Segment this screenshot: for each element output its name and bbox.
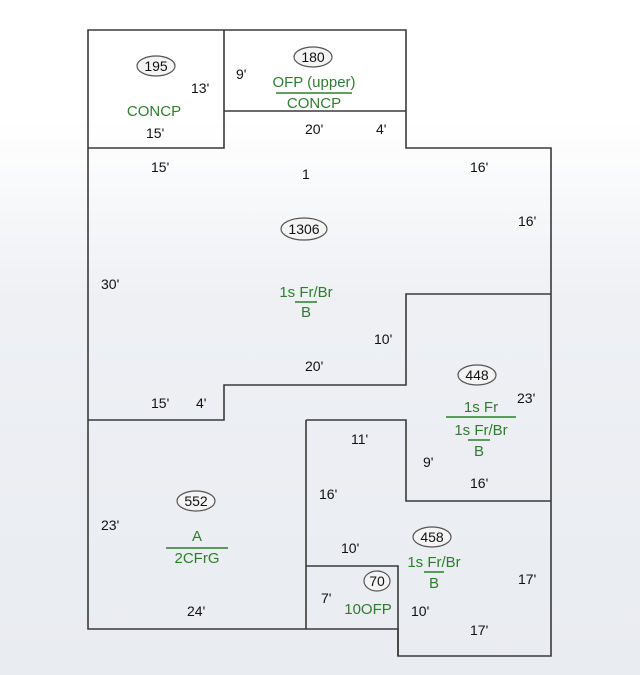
dim-1306-bottom: 20' [305, 358, 324, 374]
porch-195-walls [88, 30, 225, 149]
dim-458-top: 10' [341, 540, 360, 556]
dim-180-bottom: 20' [305, 121, 324, 137]
dim-448-left: 9' [423, 454, 434, 470]
dim-458-right: 17' [518, 571, 537, 587]
area-195: 195 [144, 58, 168, 74]
dim-1306-bottomstep: 4' [196, 395, 207, 411]
dim-1306-right: 16' [518, 213, 537, 229]
code-195: CONCP [126, 103, 182, 120]
area-1306: 1306 [288, 221, 320, 237]
code-552-bottom: 2CFrG [174, 550, 220, 567]
code-180-top: OFP (upper) [272, 74, 356, 91]
dim-1306-step: 10' [374, 331, 393, 347]
dim-448-right: 23' [517, 390, 536, 406]
area-oval-448 [457, 364, 497, 386]
area-180: 180 [301, 49, 325, 65]
area-oval-70 [363, 570, 391, 592]
section-448-walls [306, 419, 551, 502]
dim-195-bottom: 15' [146, 125, 165, 141]
dim-458-left: 16' [319, 486, 338, 502]
area-552: 552 [184, 493, 208, 509]
main-1306-boundary [88, 293, 551, 421]
code-448-top: 1s Fr [463, 399, 499, 416]
code-448-mid: 1s Fr/Br [454, 422, 508, 439]
dim-1306-bottomleft: 15' [151, 395, 170, 411]
code-458-bottom: B [428, 575, 439, 592]
area-oval-180 [293, 46, 333, 68]
area-448: 448 [465, 367, 489, 383]
dim-1306-topright: 16' [470, 159, 489, 175]
code-70: 10OFP [344, 601, 392, 618]
dim-1306-label: 1 [302, 166, 310, 182]
code-180-bottom: CONCP [286, 95, 342, 112]
dim-1306-left: 30' [101, 276, 120, 292]
area-oval-458 [412, 526, 452, 548]
code-1306-bottom: B [300, 304, 311, 321]
area-70: 70 [369, 573, 385, 589]
code-552-top: A [191, 528, 202, 545]
dim-180-step: 4' [376, 121, 387, 137]
area-458: 458 [420, 529, 444, 545]
area-oval-552 [176, 490, 216, 512]
dim-195-right: 13' [191, 80, 210, 96]
dim-458-inner: 10' [411, 603, 430, 619]
area-oval-1306 [280, 217, 328, 241]
dim-552-bottom: 24' [187, 603, 206, 619]
code-458-top: 1s Fr/Br [407, 554, 461, 571]
code-448-bottom: B [473, 443, 484, 460]
dim-70-left: 7' [321, 590, 332, 606]
dim-180-left: 9' [236, 66, 247, 82]
dim-448-top: 11' [351, 431, 369, 447]
area-oval-195 [136, 55, 176, 77]
code-1306-top: 1s Fr/Br [279, 284, 333, 301]
dim-458-bottom: 17' [470, 622, 489, 638]
porch-70-walls [306, 565, 399, 656]
dim-448-bottom: 16' [470, 475, 489, 491]
dim-1306-top: 15' [151, 159, 170, 175]
dim-552-left: 23' [101, 517, 120, 533]
